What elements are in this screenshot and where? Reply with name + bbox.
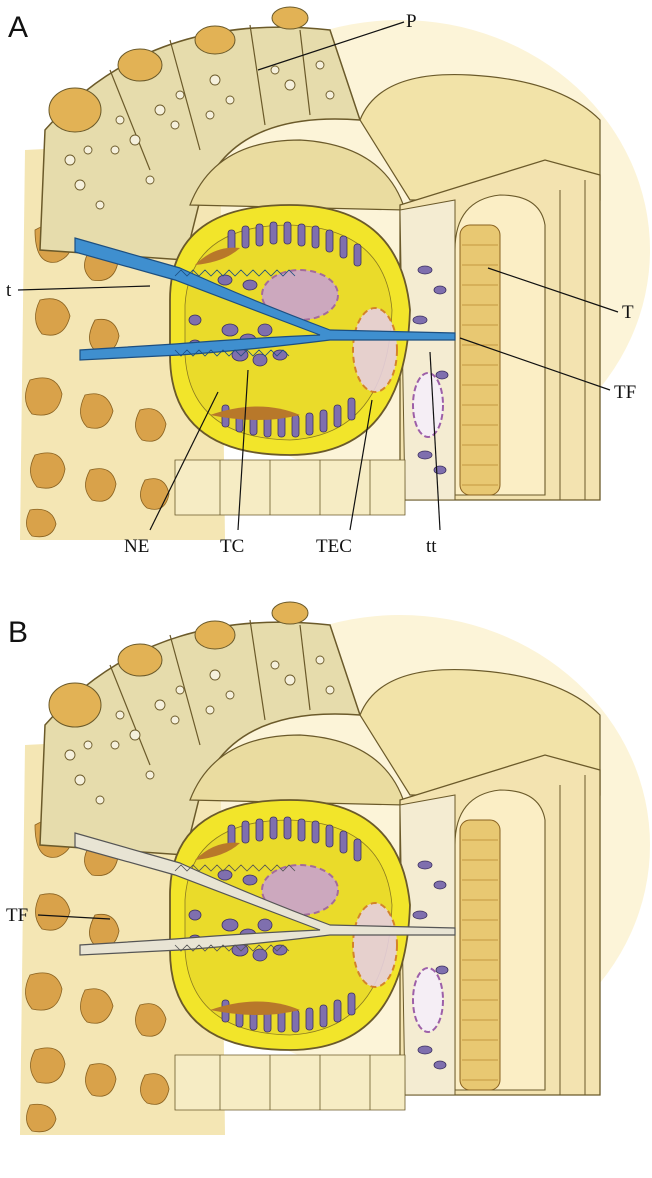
label-tc: TC (220, 536, 244, 557)
label-ne: NE (124, 536, 149, 557)
panel-a: A P t T TF NE TC TEC tt (6, 7, 650, 557)
label-t: t (6, 280, 12, 301)
panel-b: B TF (6, 602, 650, 1135)
label-p: P (406, 11, 417, 32)
label-tf-a: TF (614, 382, 636, 403)
panel-letter-a: A (8, 11, 28, 44)
label-tec: TEC (316, 536, 352, 557)
label-tendon: T (622, 302, 634, 323)
label-tf-b: TF (6, 905, 28, 926)
label-tt: tt (426, 536, 437, 557)
panel-letter-b: B (8, 616, 28, 649)
